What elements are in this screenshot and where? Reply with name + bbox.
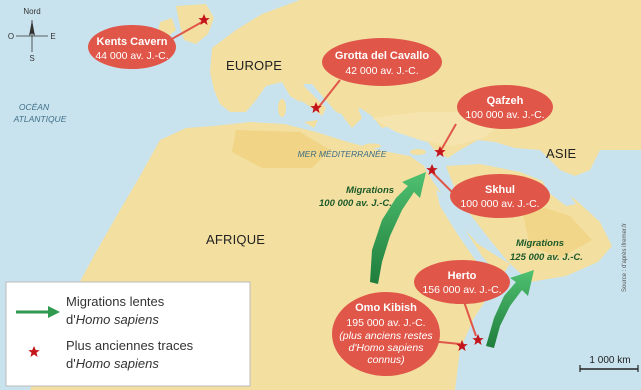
star-icon (472, 334, 484, 345)
source-credit: Source : d'après ifremer.fr (622, 223, 628, 292)
land-cyprus (410, 149, 426, 155)
migration-arrows (370, 172, 534, 348)
site-name-kents-cavern: Kents Cavern (97, 36, 168, 48)
site-date-skhul: 100 000 av. J.-C. (460, 198, 539, 210)
sea-mediterranee: MER MÉDITERRANÉE (298, 149, 387, 159)
land-sicily (304, 120, 318, 128)
site-name-herto: Herto (448, 270, 477, 282)
site-name-grotta-del-cavallo: Grotta del Cavallo (335, 50, 429, 62)
callout-omo-kibish (332, 292, 440, 376)
migration-arrow-levant (370, 172, 426, 284)
star-icon (310, 102, 322, 113)
star-icon (426, 164, 438, 175)
compass-needle-icon (29, 20, 35, 36)
sea-ocean-line2: ATLANTIQUE (13, 114, 67, 124)
legend-arrow-icon (16, 306, 60, 318)
persian-gulf (540, 176, 576, 206)
callout-skhul (450, 174, 550, 218)
legend-star-line1: Plus anciennes traces (66, 338, 194, 353)
callout-grotta-del-cavallo (322, 38, 442, 86)
migration-label-1-line1: Migrations (346, 185, 394, 196)
migration-label-1-line2: 100 000 av. J.-C. (319, 198, 392, 209)
scale-bar: 1 000 km (579, 355, 639, 372)
region-asie: ASIE (546, 146, 577, 161)
site-name-skhul: Skhul (485, 184, 515, 196)
migration-label-2-line2: 125 000 av. J.-C. (510, 252, 583, 263)
legend-star-icon (28, 346, 40, 357)
site-date-herto: 156 000 av. J.-C. (422, 284, 501, 296)
land-sardinia (278, 99, 286, 117)
migration-arrow-arabia (486, 270, 534, 348)
region-afrique: AFRIQUE (206, 232, 265, 247)
site-name-omo-kibish: Omo Kibish (355, 302, 417, 314)
star-icon (456, 340, 468, 351)
site-note-omo-kibish-line1: (plus anciens restes (339, 330, 433, 342)
site-date-qafzeh: 100 000 av. J.-C. (465, 109, 544, 121)
callout-qafzeh (457, 85, 553, 129)
land-great-britain (176, 4, 214, 44)
site-date-omo-kibish: 195 000 av. J.-C. (346, 317, 425, 329)
legend-arrow-line1: Migrations lentes (66, 294, 165, 309)
land-greece (338, 96, 362, 128)
compass-west: O (8, 32, 14, 41)
site-date-kents-cavern: 44 000 av. J.-C. (95, 50, 168, 62)
compass-east: E (50, 32, 55, 41)
site-note-omo-kibish-line2: d'Homo sapiens (349, 342, 425, 354)
callout-kents-cavern (88, 25, 176, 69)
red-sea (436, 190, 498, 280)
scale-label: 1 000 km (589, 355, 630, 366)
site-name-qafzeh: Qafzeh (487, 95, 524, 107)
callouts: Kents Cavern 44 000 av. J.-C. Grotta del… (88, 25, 553, 376)
region-europe: EUROPE (226, 58, 282, 73)
star-icon (198, 14, 210, 25)
sea-ocean-line1: OCÉAN (19, 102, 50, 112)
callout-herto (414, 260, 510, 304)
land-crete (363, 143, 381, 149)
migration-label-2-line1: Migrations (516, 238, 564, 249)
compass-south: S (29, 54, 34, 63)
star-icon (434, 146, 446, 157)
land-arabia-shade (520, 200, 592, 258)
legend-star-line2: d'Homo sapiens (66, 356, 159, 371)
compass-north: Nord (23, 7, 40, 16)
legend-arrow-line2: d'Homo sapiens (66, 312, 159, 327)
legend-box (5, 281, 251, 387)
site-date-grotta-del-cavallo: 42 000 av. J.-C. (345, 65, 418, 77)
site-note-omo-kibish-line3: connus) (367, 354, 404, 366)
land-eurasia (210, 0, 641, 176)
site-markers (198, 14, 484, 351)
land-sahara-shade (232, 130, 330, 168)
compass: Nord O E S (8, 7, 56, 63)
legend: Migrations lentes d'Homo sapiens Plus an… (5, 281, 251, 387)
